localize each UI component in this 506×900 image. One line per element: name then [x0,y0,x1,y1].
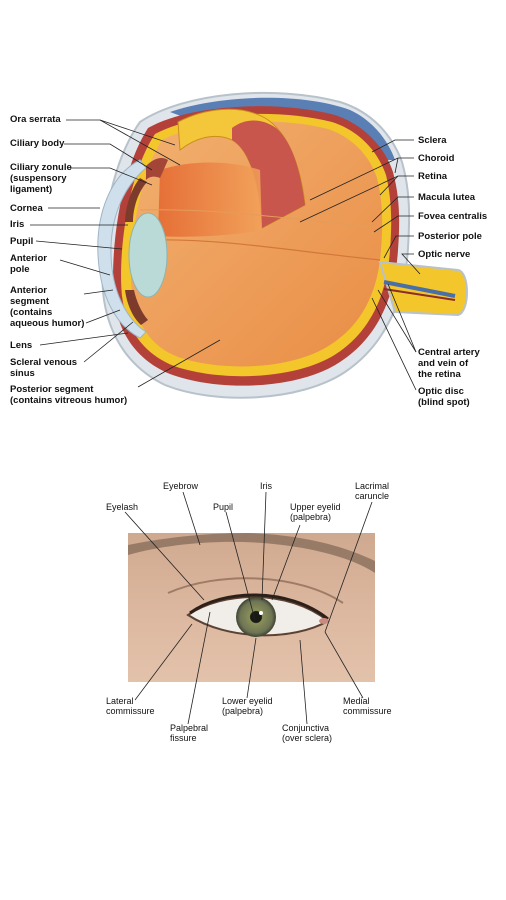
eyeball-diagram [30,91,468,399]
label-anterior-segment: Anterior segment (contains aqueous humor… [10,285,85,329]
label-fovea-centralis: Fovea centralis [418,211,488,222]
label-lower-eyelid: Lower eyelid (palpebra) [222,696,273,716]
label-lacrimal-caruncle: Lacrimal caruncle [355,481,390,501]
lacrimal-caruncle [319,618,329,624]
lens [128,212,168,298]
label-retina: Retina [418,171,448,182]
label-ciliary-zonule: Ciliary zonule (suspensory ligament) [10,162,72,195]
label-ora-serrata: Ora serrata [10,114,61,125]
label-scleral-venous-sinus: Scleral venous sinus [10,357,78,379]
label-choroid: Choroid [418,153,455,164]
iris [125,178,147,222]
label-lateral-commissure: Lateral commissure [106,696,155,716]
iris-photo [236,597,276,637]
label-central-artery-vein: Central artery and vein of the retina [418,347,480,380]
label-sclera: Sclera [418,135,447,146]
label-palpebral-fissure: Palpebral fissure [170,723,209,743]
label-posterior-segment: Posterior segment (contains vitreous hum… [10,384,128,406]
label-macula-lutea: Macula lutea [418,192,476,203]
label-pupil-photo: Pupil [213,502,234,512]
central-vessels [383,280,456,298]
label-iris-photo: Iris [260,481,272,491]
anterior-chamber [158,162,262,237]
label-iris: Iris [10,219,25,230]
label-upper-eyelid: Upper eyelid (palpebra) [290,502,341,522]
label-cornea: Cornea [10,203,43,214]
iris-lower [125,290,148,325]
label-optic-nerve: Optic nerve [418,249,471,260]
label-eyelash: Eyelash [106,502,139,512]
choroid-flap [232,120,305,228]
label-anterior-pole: Anterior pole [10,253,47,275]
label-eyebrow: Eyebrow [163,481,199,491]
label-conjunctiva: Conjunctiva (over sclera) [282,723,333,743]
label-medial-commissure: Medial commissure [343,696,392,716]
label-ciliary-body: Ciliary body [10,138,65,149]
label-posterior-pole: Posterior pole [418,231,482,242]
eyebrow [128,533,375,573]
ciliary-body [146,158,168,180]
label-optic-disc: Optic disc (blind spot) [418,386,470,408]
label-lens: Lens [10,340,33,351]
label-pupil: Pupil [10,236,34,247]
cornea [97,159,147,339]
